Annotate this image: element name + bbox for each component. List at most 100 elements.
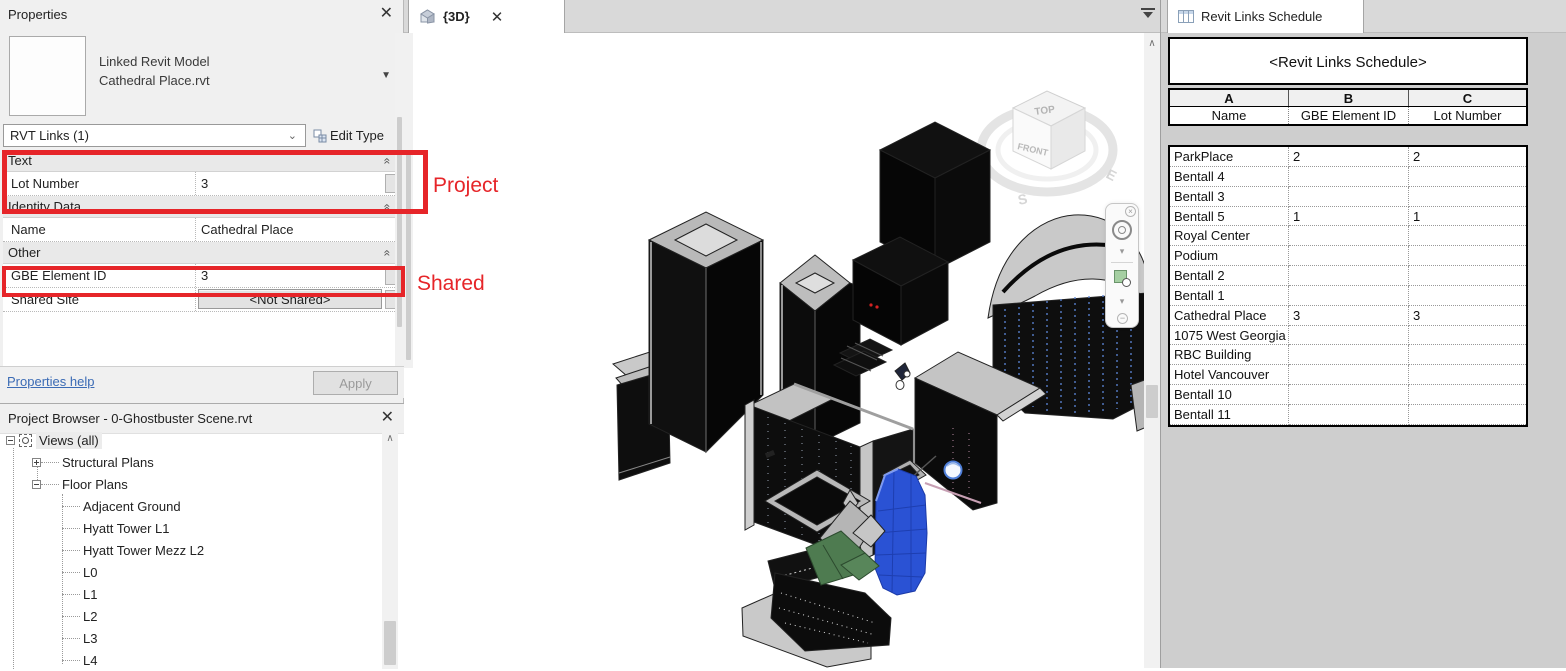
sphere-ornament[interactable] bbox=[943, 460, 963, 480]
view-tab-bar: {3D} ✕ bbox=[404, 0, 1160, 33]
column-letter[interactable]: A bbox=[1170, 90, 1289, 106]
collapse-chevron-icon: « bbox=[380, 203, 395, 211]
building-right-tower[interactable] bbox=[881, 351, 1047, 511]
chevron-down-icon[interactable]: ▾ bbox=[1119, 296, 1125, 306]
gbe-element-id-field[interactable]: 3 bbox=[196, 264, 399, 287]
edit-type-button[interactable]: Edit Type bbox=[313, 124, 399, 147]
section-header-other[interactable]: Other « bbox=[3, 242, 399, 264]
tree-guide-line bbox=[37, 460, 38, 488]
tree-item-views-all[interactable]: Views (all) bbox=[6, 430, 102, 451]
column-header[interactable]: Name bbox=[1170, 107, 1289, 124]
schedule-row[interactable]: 1075 West Georgia bbox=[1170, 325, 1526, 346]
tree-item-structural-plans[interactable]: Structural Plans bbox=[32, 452, 154, 473]
tree-item-plan[interactable]: L1 bbox=[62, 584, 97, 605]
close-icon[interactable]: ✕ bbox=[379, 5, 393, 22]
column-header[interactable]: GBE Element ID bbox=[1289, 107, 1409, 124]
viewcube-top-label: TOP bbox=[1034, 104, 1056, 118]
properties-scrollbar[interactable] bbox=[395, 33, 404, 366]
plaza-pads[interactable] bbox=[832, 338, 894, 377]
tab-list-chevron-icon[interactable] bbox=[1141, 8, 1155, 18]
building-black-cube-tall[interactable] bbox=[878, 121, 992, 271]
close-icon[interactable]: ✕ bbox=[380, 409, 394, 426]
tree-item-plan[interactable]: Hyatt Tower Mezz L2 bbox=[62, 540, 204, 561]
schedule-row[interactable]: Bentall 1 bbox=[1170, 285, 1526, 306]
tree-guide-line bbox=[13, 448, 14, 669]
chevron-down-icon[interactable]: ▾ bbox=[1119, 246, 1125, 256]
properties-footer: Properties help Apply bbox=[0, 366, 404, 398]
project-browser-scrollbar[interactable]: ∧ bbox=[382, 430, 398, 669]
tree-item-floor-plans[interactable]: Floor Plans bbox=[32, 474, 128, 495]
chevron-down-icon[interactable]: ▼ bbox=[381, 70, 391, 81]
expand-plus-icon[interactable] bbox=[32, 458, 41, 467]
tree-item-plan[interactable]: Adjacent Ground bbox=[62, 496, 181, 517]
building-cathedral-place-selected[interactable] bbox=[874, 468, 928, 596]
schedule-title: <Revit Links Schedule> bbox=[1168, 37, 1528, 85]
section-header-identity-data[interactable]: Identity Data « bbox=[3, 196, 399, 218]
tab-3d-view[interactable]: {3D} ✕ bbox=[408, 0, 565, 33]
annotation-label-project: Project bbox=[433, 174, 499, 197]
project-browser-title: Project Browser - 0-Ghostbuster Scene.rv… bbox=[8, 411, 253, 426]
collapse-minus-icon[interactable] bbox=[6, 436, 15, 445]
scrollbar-thumb[interactable] bbox=[1146, 385, 1158, 418]
scroll-up-icon[interactable]: ∧ bbox=[1148, 38, 1156, 49]
scrollbar-thumb[interactable] bbox=[384, 621, 396, 665]
properties-scrollbar-strip[interactable] bbox=[404, 33, 413, 368]
tree-item-plan[interactable]: L0 bbox=[62, 562, 97, 583]
tab-revit-links-schedule[interactable]: Revit Links Schedule bbox=[1167, 0, 1364, 33]
building-hotel-green-roof[interactable] bbox=[741, 488, 892, 668]
3d-scene[interactable]: W S E TOP FRONT bbox=[413, 33, 1151, 668]
navigation-bar[interactable]: × ▾ ▾ − bbox=[1105, 203, 1139, 328]
navbar-close-icon[interactable]: × bbox=[1125, 206, 1136, 217]
tree-item-plan[interactable]: L3 bbox=[62, 628, 97, 649]
tree-item-plan[interactable]: L4 bbox=[62, 650, 97, 671]
schedule-row[interactable]: Bentall 4 bbox=[1170, 166, 1526, 187]
home-view-icon bbox=[420, 9, 435, 24]
properties-help-link[interactable]: Properties help bbox=[7, 374, 95, 389]
viewport-scrollbar[interactable]: ∧ bbox=[1144, 33, 1160, 668]
schedule-row[interactable]: Podium bbox=[1170, 246, 1526, 267]
lot-number-field[interactable]: 3 bbox=[196, 172, 399, 195]
apply-button[interactable]: Apply bbox=[313, 371, 398, 395]
zoom-region-icon[interactable] bbox=[1114, 270, 1131, 287]
section-header-text[interactable]: Text « bbox=[3, 150, 399, 172]
drawing-area: {3D} ✕ W S E TOP FRONT bbox=[404, 0, 1160, 668]
debris bbox=[764, 449, 776, 459]
tree-item-plan[interactable]: Hyatt Tower L1 bbox=[62, 518, 169, 539]
column-letter[interactable]: C bbox=[1462, 91, 1473, 106]
property-row-shared-site: Shared Site <Not Shared> bbox=[3, 288, 399, 312]
city-model bbox=[611, 121, 1151, 668]
property-row-name: Name Cathedral Place bbox=[3, 218, 399, 242]
steering-wheel-icon[interactable] bbox=[1112, 220, 1132, 240]
properties-palette: Properties ✕ Linked Revit Model Cathedra… bbox=[0, 0, 404, 398]
schedule-row[interactable]: Hotel Vancouver bbox=[1170, 365, 1526, 386]
name-field[interactable]: Cathedral Place bbox=[201, 222, 294, 237]
tree-item-plan[interactable]: L2 bbox=[62, 606, 97, 627]
not-shared-button[interactable]: <Not Shared> bbox=[198, 289, 382, 309]
property-row-lot-number: Lot Number 3 bbox=[3, 172, 399, 196]
filter-dropdown[interactable]: RVT Links (1) ⌄ bbox=[3, 124, 306, 147]
schedule-row[interactable]: Bentall 2 bbox=[1170, 266, 1526, 286]
statue[interactable] bbox=[894, 362, 911, 390]
building-tower-pyramid-1[interactable] bbox=[647, 211, 765, 454]
schedule-icon bbox=[1178, 10, 1194, 23]
column-header[interactable]: Lot Number bbox=[1433, 108, 1502, 123]
building-black-cube-small[interactable] bbox=[851, 236, 950, 346]
schedule-row[interactable]: Royal Center bbox=[1170, 226, 1526, 247]
scrollbar-thumb[interactable] bbox=[397, 117, 402, 327]
3d-viewport[interactable]: W S E TOP FRONT bbox=[404, 33, 1160, 668]
column-letter[interactable]: B bbox=[1289, 90, 1409, 106]
schedule-row[interactable]: RBC Building bbox=[1170, 345, 1526, 366]
schedule-row[interactable]: Bentall 11 bbox=[1170, 404, 1526, 425]
schedule-row[interactable]: Bentall 3 bbox=[1170, 186, 1526, 207]
collapse-minus-icon[interactable] bbox=[32, 480, 41, 489]
property-row-gbe-element-id: GBE Element ID 3 bbox=[3, 264, 399, 288]
scroll-up-icon[interactable]: ∧ bbox=[386, 433, 394, 444]
collapse-minus-icon[interactable]: − bbox=[1117, 313, 1128, 324]
close-icon[interactable]: ✕ bbox=[490, 8, 504, 26]
schedule-header: A B C Name GBE Element ID Lot Number bbox=[1168, 88, 1528, 126]
schedule-row[interactable]: Bentall 10 bbox=[1170, 385, 1526, 405]
type-selector[interactable]: Linked Revit Model Cathedral Place.rvt ▼ bbox=[3, 34, 399, 122]
